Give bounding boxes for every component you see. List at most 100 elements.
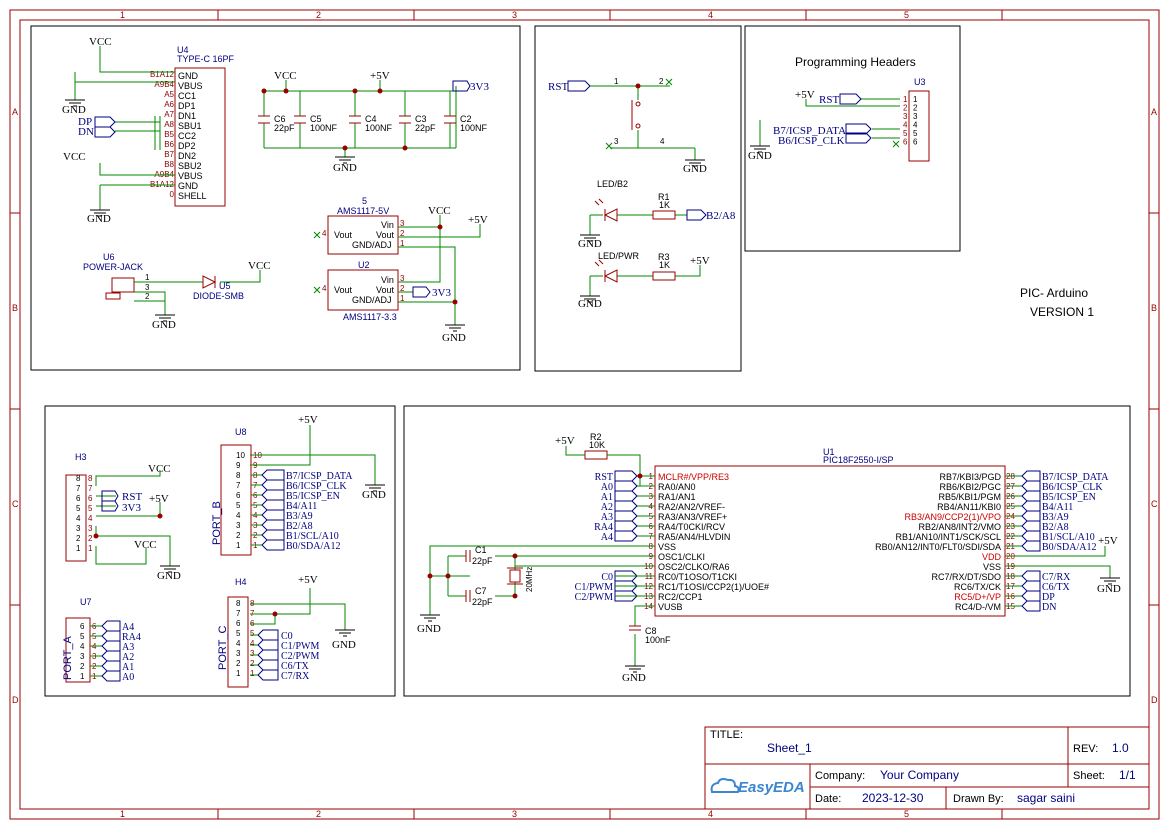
mcu-pin-name: RA1/AN1	[658, 492, 696, 502]
cap-ref: C4	[365, 114, 377, 124]
mcu-pin-name: RA3/AN3/VREF+	[658, 512, 727, 522]
portb-pin-name: 6	[236, 491, 241, 500]
gnd-label: GND	[748, 150, 772, 162]
usb-pin-name: DP1	[178, 101, 196, 111]
net-3v3-reg: 3V3	[432, 287, 451, 299]
mcu-left-net-flag	[614, 530, 638, 542]
portc-net-label: C6/TX	[281, 661, 310, 672]
h3-pin-number: 3	[88, 524, 93, 533]
usb-pin-name: DN2	[178, 151, 196, 161]
portb-net-label: B6/ICSP_CLK	[286, 481, 347, 492]
vcc-label-h3a: VCC	[148, 463, 171, 475]
portb-ref: U8	[235, 427, 247, 437]
mcu-right-net-flag	[1021, 510, 1041, 522]
gnd-symbol	[445, 324, 465, 332]
mcu-right-net-flag	[1021, 490, 1041, 502]
junction-dot	[635, 83, 641, 89]
usb-part: TYPE-C 16PF	[177, 54, 235, 64]
usb-pin-name: SBU1	[178, 121, 202, 131]
mcu-right-net-flag	[1021, 530, 1041, 542]
diode-ref: U5	[219, 281, 231, 291]
r2-val: 10K	[589, 440, 605, 450]
net-flag-dp	[94, 116, 116, 128]
c7-val: 22pF	[472, 597, 493, 607]
gnd-label: GND	[578, 298, 602, 310]
porta-net-flag	[101, 670, 121, 682]
mcu-block: U1 PIC18F2550-I/SP MCLR#/VPP/RE31RA0/AN0…	[417, 432, 1121, 684]
mcu-pin-name: RB0/AN12/INT0/FLT0/SDI/SDA	[875, 542, 1001, 552]
junction-dot	[402, 145, 408, 151]
usb-pin-number: A5	[164, 90, 174, 99]
portb-net-label: B7/ICSP_DATA	[286, 471, 353, 482]
portb-net-flag	[261, 509, 285, 521]
mcu-left-pins: MCLR#/VPP/RE31RA0/AN02A0RA1/AN13A1RA2/AN…	[575, 470, 769, 612]
mcu-net-label: A0	[601, 482, 613, 493]
porta-net-label: A3	[122, 642, 134, 653]
gnd-symbol	[1100, 577, 1120, 585]
company-label: Company:	[815, 770, 865, 782]
prog-pin-name: 4	[913, 121, 918, 130]
mcu-pin-name: MCLR#/VPP/RE3	[658, 472, 729, 482]
junction-dot	[512, 593, 518, 599]
reg2-ref: U2	[358, 260, 370, 270]
porta-net-label: A2	[122, 652, 134, 663]
junction-dot	[261, 88, 267, 94]
jack-p1: 1	[145, 273, 150, 282]
junction-dot	[342, 145, 348, 151]
h3-pin-name: 2	[76, 534, 81, 543]
gnd-symbol	[625, 665, 645, 673]
mcu-pin-name: RC6/TX/CK	[954, 582, 1001, 592]
porta-pin-name: 1	[80, 672, 85, 681]
usb-pin-number: A6	[164, 100, 174, 109]
reg1-vout: Vout	[376, 230, 395, 240]
net-b2a8: B2/A8	[706, 210, 736, 222]
h3-pin-number: 7	[88, 484, 93, 493]
usb-pin-number: 0	[170, 190, 175, 199]
sheet-label: Sheet:	[1073, 770, 1105, 782]
mcu-net-label: C2/PWM	[575, 592, 613, 603]
mcu-left-net-flag	[614, 520, 638, 532]
gnd-symbol	[160, 565, 180, 573]
frame-col-label: 1	[120, 10, 125, 20]
portb-pin-name: 9	[236, 461, 241, 470]
prog-pin-number: 5	[903, 129, 908, 138]
gnd-label: GND	[417, 623, 441, 635]
junction-dot	[352, 88, 358, 94]
mcu-pin-name: RB3/AN9/CCP2(1)/VPO	[904, 512, 1001, 522]
net-flag-3v3-reg	[412, 286, 431, 298]
frame-col-label: 5	[904, 809, 909, 819]
jack-p3: 3	[145, 283, 150, 292]
mcu-pin-name: RB2/AN8/INT2/VMO	[918, 522, 1001, 532]
mcu-net-label: C0	[601, 572, 613, 583]
mcu-net-label: A4	[601, 532, 613, 543]
porta-net-flag	[101, 630, 121, 642]
usb-pin-number: A9B4	[154, 80, 174, 89]
gnd-label: GND	[622, 672, 646, 684]
h3-pin-number: 8	[88, 474, 93, 483]
cap-value: 22pF	[415, 123, 436, 133]
usb-pin-name: CC2	[178, 131, 196, 141]
usb-pin-name: GND	[178, 181, 199, 191]
usb-pin-number: B8	[164, 160, 174, 169]
mcu-net-label: DP	[1042, 592, 1055, 603]
portc-net-flag	[257, 659, 279, 671]
gnd-label: GND	[362, 489, 386, 501]
junction-dot	[452, 299, 458, 305]
frame-col-label: 3	[512, 10, 517, 20]
portc-pin-name: 5	[236, 629, 241, 638]
porta-net-flag	[101, 660, 121, 672]
p5v-label-mcu: +5V	[555, 435, 575, 447]
usb-pin-name: DP2	[178, 141, 196, 151]
h3-pin-name: 6	[76, 494, 81, 503]
gnd-symbol	[335, 156, 355, 164]
frame-col-label: 4	[708, 10, 713, 20]
portc-net-label: C7/RX	[281, 671, 310, 682]
portb-net-label: B5/ICSP_EN	[286, 491, 340, 502]
frame-col-label: 5	[904, 10, 909, 20]
xtal-val: 20MHz	[525, 567, 534, 592]
prog-pin-number: 6	[903, 138, 908, 147]
porta-net-label: A0	[122, 672, 134, 683]
usb-pin-name: VBUS	[178, 171, 203, 181]
gnd-label: GND	[157, 570, 181, 582]
